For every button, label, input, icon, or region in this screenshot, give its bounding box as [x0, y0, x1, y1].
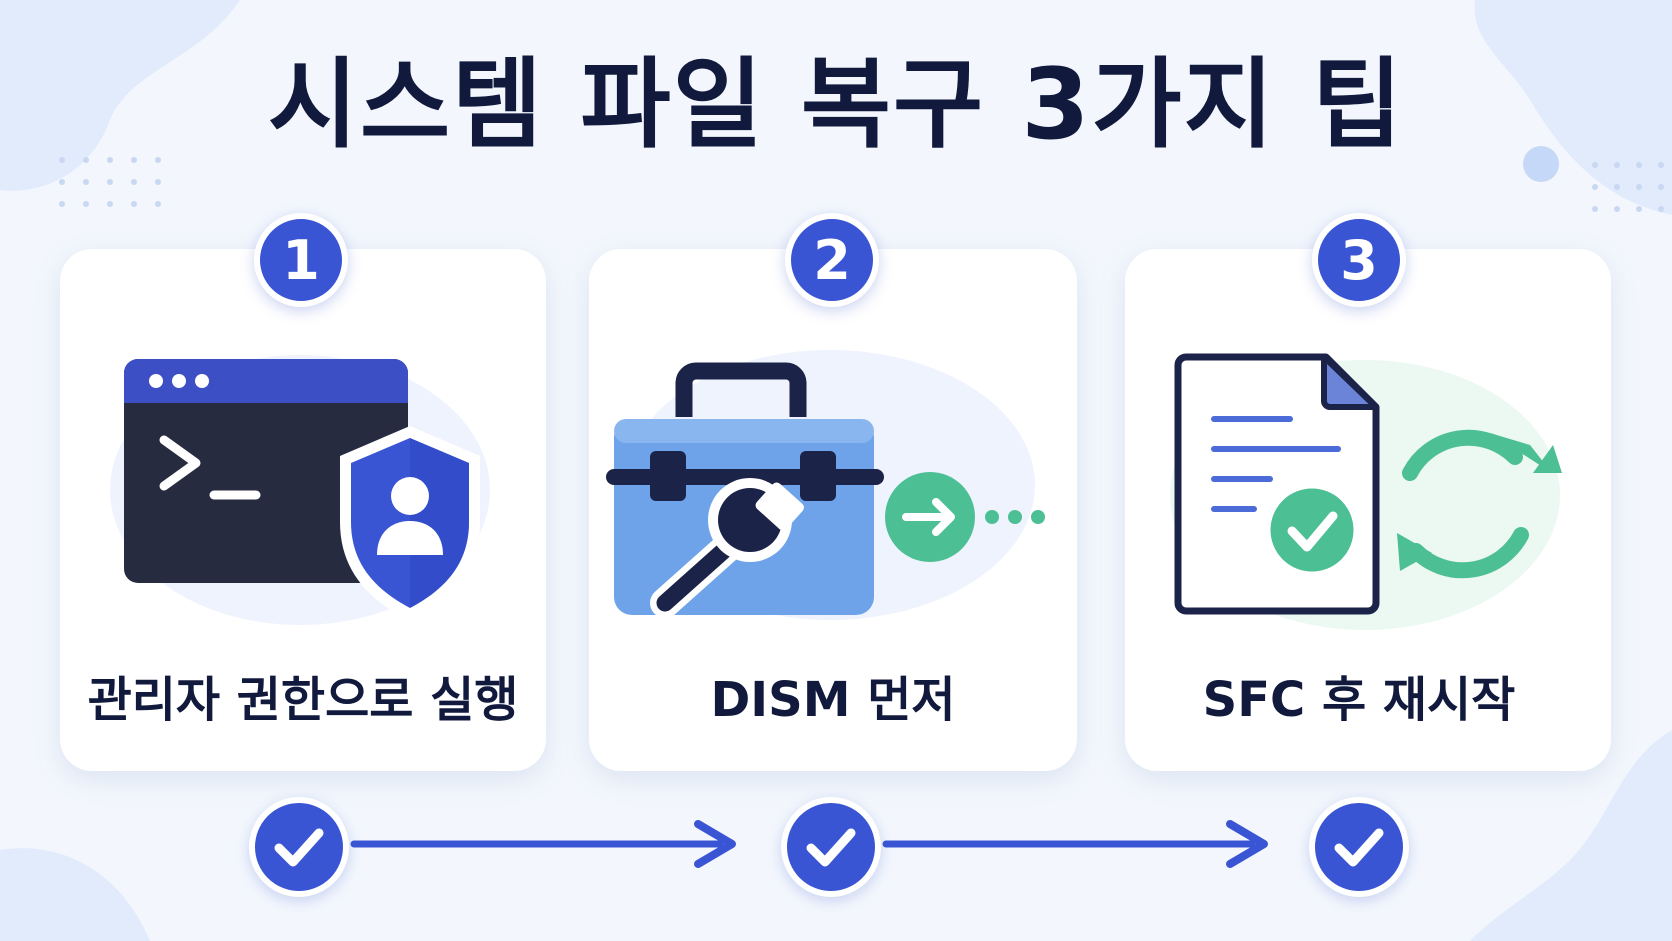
check-icon-2 [781, 797, 881, 897]
toolbox-wrench-icon [606, 350, 1045, 620]
check-icon-1 [249, 797, 349, 897]
page-title: 시스템 파일 복구 3가지 팁 [267, 48, 1405, 162]
step-number-badge-1: 1 [254, 213, 348, 307]
step-number-badge-2: 2 [785, 213, 879, 307]
step-label-3: SFC 후 재시작 [1202, 672, 1516, 728]
step-label-2: DISM 먼저 [710, 672, 956, 728]
document-refresh-icon [1170, 353, 1562, 630]
step-number-badge-3: 3 [1312, 213, 1406, 307]
arrow-right-icon-2 [882, 820, 1268, 868]
arrow-right-icon-1 [350, 820, 736, 868]
terminal-shield-icon [110, 355, 490, 625]
step-label-1: 관리자 권한으로 실행 [87, 672, 519, 728]
check-icon-3 [1309, 797, 1409, 897]
